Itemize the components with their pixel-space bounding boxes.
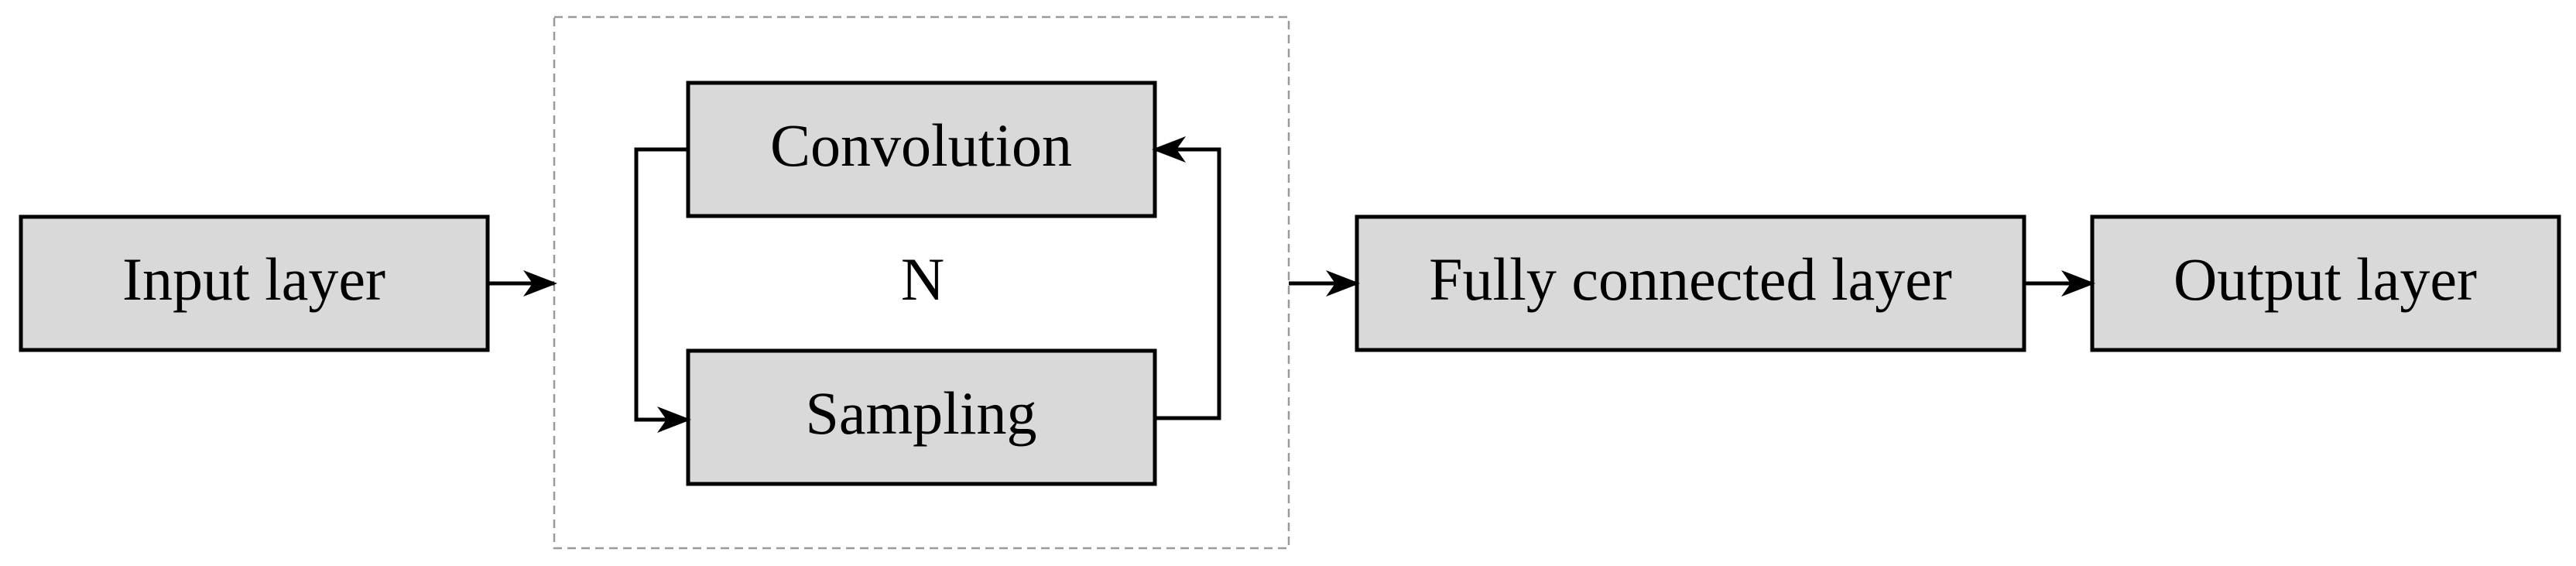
output-layer-label: Output layer [2174,245,2477,313]
convolution-label: Convolution [770,111,1072,179]
output-layer-node: Output layer [2090,214,2561,352]
repeat-count-label: N [901,245,944,313]
convolution-box [686,81,1157,218]
sampling-label: Sampling [805,379,1036,447]
sampling-node: Sampling [686,348,1157,486]
arrow-sampling-to-convolution [1152,136,1221,420]
sampling-box [686,348,1157,486]
arrow-convolution-to-sampling [634,147,691,433]
fully-connected-layer-node: Fully connected layer [1355,214,2026,352]
convolution-node: Convolution [686,81,1157,218]
fully-connected-layer-label: Fully connected layer [1429,245,1952,313]
input-layer-label: Input layer [122,245,385,313]
input-layer-node: Input layer [19,214,490,352]
